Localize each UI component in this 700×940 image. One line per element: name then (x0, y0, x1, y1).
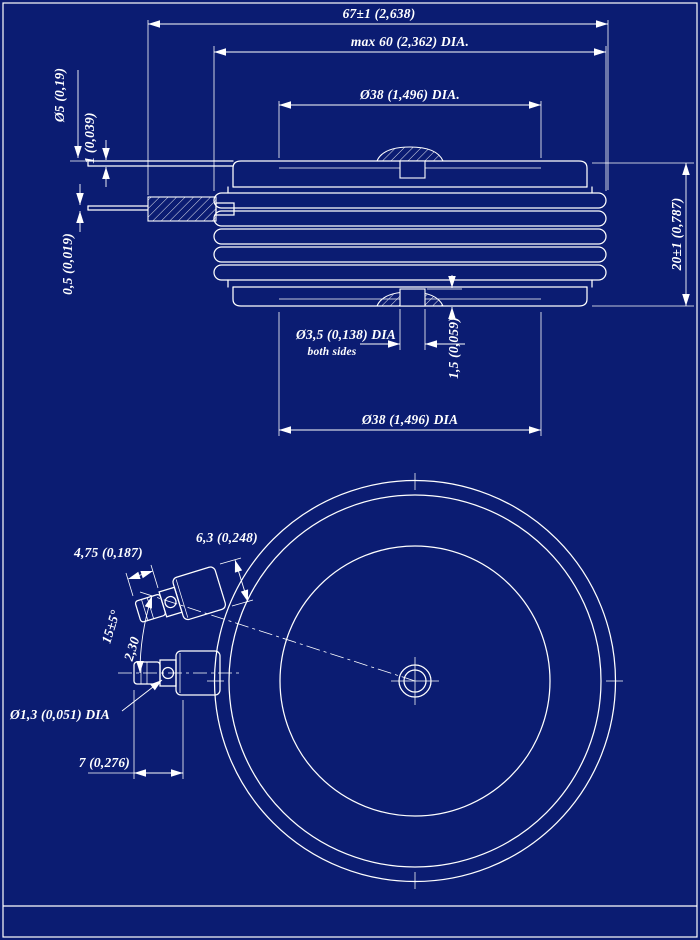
dim-upper-lead-thickness: 1 (0,039) (82, 112, 97, 163)
connector-neck (215, 202, 235, 216)
bottom-gate-recess (399, 288, 426, 307)
terminal-hole (164, 595, 177, 609)
upper-gate-lead (87, 160, 234, 167)
dim-max-diameter: max 60 (2,362) DIA. (351, 34, 469, 49)
ceramic-fin (213, 192, 607, 209)
gate-axis-centerline (139, 591, 416, 682)
dim-recess-depth: 1,5 (0,059) (446, 317, 461, 379)
dim-terminal-offset: 2,30 (121, 635, 143, 664)
ceramic-fin (213, 228, 607, 245)
middle-circle (228, 494, 602, 868)
connector-body (147, 196, 217, 222)
top-pole-piece (232, 146, 588, 188)
dim-body-height: 20±1 (0,787) (669, 198, 684, 272)
terminal-hole (161, 666, 175, 680)
dim-recess-diameter: Ø3,5 (0,138) DIA (295, 327, 396, 342)
ceramic-fin (213, 210, 607, 227)
bottom-pole-piece (232, 286, 588, 307)
dim-overall-width: 67±1 (2,638) (343, 6, 416, 21)
dim-terminal-length: 7 (0,276) (79, 755, 130, 770)
terminal-tab (172, 566, 227, 621)
gate-connector-side (147, 196, 235, 222)
side-view (87, 146, 607, 307)
lower-gate-lead (87, 205, 149, 211)
ceramic-housing (213, 186, 607, 288)
top-gate-recess (399, 160, 426, 179)
dim-gate-lead-diameter: Ø5 (0,19) (52, 68, 67, 123)
pole-face-circle (279, 545, 551, 817)
dim-recess-note: both sides (308, 346, 357, 358)
dim-bottom-pole-diameter: Ø38 (1,496) DIA (361, 412, 458, 427)
side-view-dimensions: 67±1 (2,638) max 60 (2,362) DIA. Ø38 (1,… (52, 6, 694, 436)
plan-view (118, 473, 623, 889)
dim-terminal-hole-diameter: Ø1,3 (0,051) DIA (9, 707, 110, 722)
terminal-tab (175, 650, 221, 696)
dim-tab-width: 6,3 (0,248) (196, 530, 258, 545)
ceramic-fin (213, 264, 607, 281)
dim-top-pole-diameter: Ø38 (1,496) DIA. (359, 87, 460, 102)
ceramic-fin (213, 246, 607, 263)
dim-tab-side: 4,75 (0,187) (73, 545, 143, 560)
dim-lower-lead-thickness: 0,5 (0,019) (60, 233, 75, 295)
top-gate-dome (376, 146, 444, 162)
